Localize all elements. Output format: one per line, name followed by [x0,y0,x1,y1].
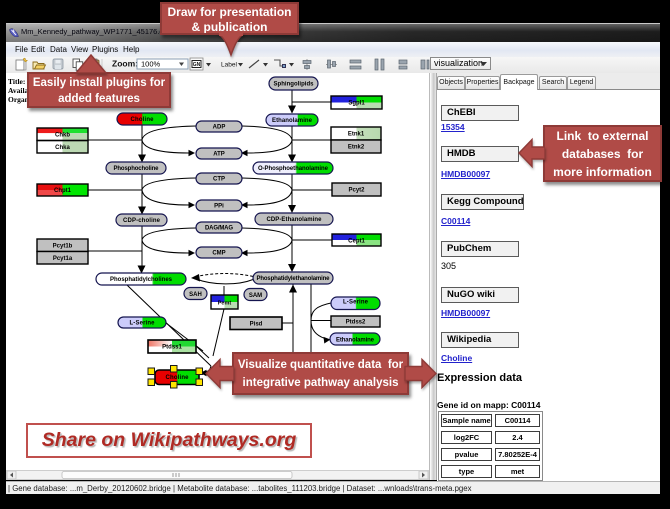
svg-text:Pcyt2: Pcyt2 [348,188,365,194]
svg-text:SAM: SAM [249,293,262,299]
svg-text:L-Serine: L-Serine [130,321,156,327]
svg-text:SAH: SAH [189,292,202,298]
svg-text:Cept1: Cept1 [348,239,365,245]
svg-text:Phosphatidylethanolamine: Phosphatidylethanolamine [257,276,331,282]
svg-text:Ethanolamine: Ethanolamine [336,338,375,344]
svg-text:O-Phosphoethanolamine: O-Phosphoethanolamine [258,166,329,172]
svg-text:Ptdss2: Ptdss2 [346,320,366,326]
svg-text:GN: GN [193,62,201,68]
svg-text:Sgpl1: Sgpl1 [348,101,365,107]
svg-text:Availab: Availab [8,86,32,95]
svg-text:100%: 100% [141,60,161,69]
svg-text:L-Serine: L-Serine [343,300,369,306]
svg-text:Etnk2: Etnk2 [348,145,365,151]
svg-text:PPi: PPi [214,204,224,210]
svg-text:Etnk1: Etnk1 [348,132,365,138]
svg-text:Organi: Organi [8,95,31,104]
svg-text:Ethanolamine: Ethanolamine [272,118,313,124]
svg-text:ADP: ADP [213,125,226,131]
svg-text:Sphingolipids: Sphingolipids [274,82,315,88]
svg-text:Pisd: Pisd [250,322,263,328]
svg-text:Ptdss1: Ptdss1 [162,345,182,351]
svg-text:CTP: CTP [213,177,225,183]
svg-text:CDP-Ethanolamine: CDP-Ethanolamine [267,217,323,223]
svg-text:Pcyt1a: Pcyt1a [53,256,73,262]
svg-text:DAG/MAG: DAG/MAG [205,226,233,232]
svg-text:Chpt1: Chpt1 [54,188,72,194]
svg-text:Chkb: Chkb [55,133,70,139]
svg-text:Choline: Choline [131,117,155,123]
svg-text:Title:: Title: [8,77,25,86]
svg-text:Choline: Choline [166,375,190,381]
svg-text:CMP: CMP [212,251,225,257]
svg-text:Pcyt1b: Pcyt1b [53,244,73,250]
svg-text:Pemt: Pemt [218,301,232,307]
svg-text:CDP-choline: CDP-choline [123,218,161,224]
svg-text:ATP: ATP [213,152,225,158]
svg-text:Label: Label [221,62,237,69]
svg-text:Phosphatidylcholines: Phosphatidylcholines [110,277,173,283]
svg-text:Chka: Chka [55,145,70,151]
svg-text:Phosphocholine: Phosphocholine [114,166,160,172]
svg-text:Zoom:: Zoom: [112,59,138,69]
